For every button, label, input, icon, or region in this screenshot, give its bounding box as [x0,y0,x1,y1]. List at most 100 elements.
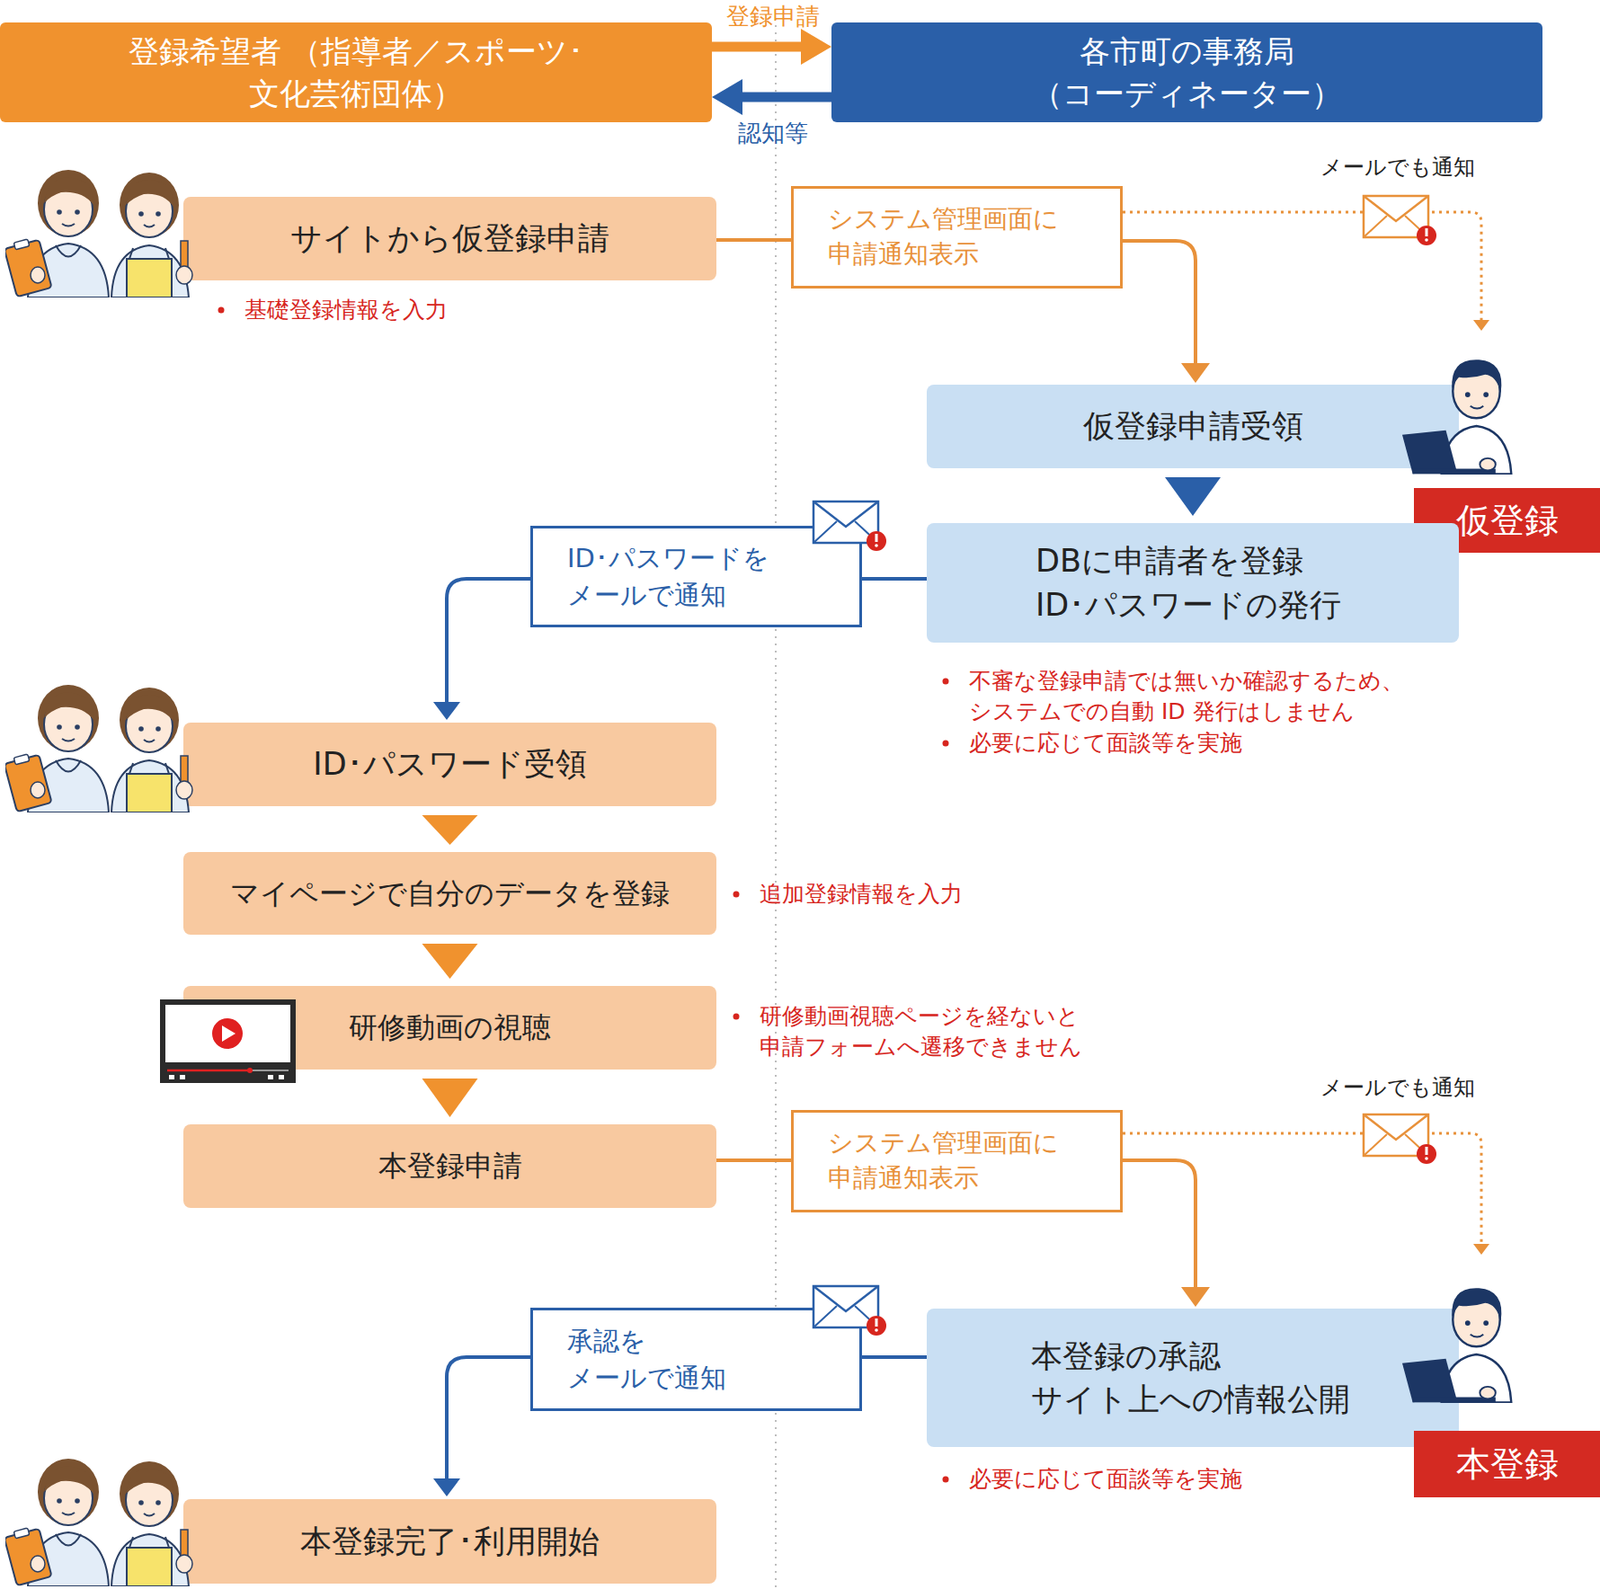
notice-box: システム管理画面に 申請通知表示 [791,186,1123,289]
connector [1122,1160,1196,1289]
mail-icon [813,1286,887,1336]
node-text: 仮登録 [1456,497,1559,544]
note-text: 不審な登録申請では無いか確認するため、 システムでの自動 ID 発行はしません [968,666,1455,728]
bullet-dot [942,1476,950,1484]
edge-label: メールでも通知 [1320,152,1476,182]
video-player-icon [168,1075,175,1080]
process-box: 本登録申請 [183,1124,717,1209]
women-illustration [3,1458,193,1587]
edge-label: 認知等 [737,117,809,150]
connector [1164,477,1221,516]
connector [716,1160,792,1162]
connector [1122,1133,1482,1245]
connector [422,943,479,979]
mail-icon [813,501,887,552]
process-box: 仮登録申請受領 [926,384,1459,469]
mail-icon [1363,1114,1437,1165]
node-text: マイページで自分のデータを登録 [230,873,670,914]
node-text: ID･パスワード受領 [312,742,587,786]
video-player-icon [222,1025,236,1042]
connector [1473,320,1490,331]
node-text: システム管理画面に 申請通知表示 [827,1126,1089,1196]
connector [1122,212,1490,331]
coordinator-illustration [1402,359,1512,474]
video-player-icon [160,999,296,1084]
node-text: 登録希望者 （指導者／スポーツ･文化芸術団体） [68,30,644,116]
connector [742,92,832,103]
process-box: マイページで自分のデータを登録 [183,852,717,935]
bullet-dot [942,740,950,747]
connector [422,1078,479,1118]
connector [422,815,479,845]
connector [1122,1160,1210,1307]
connector [433,1357,531,1497]
node-text: サイトから仮登録申請 [290,216,610,260]
connector [711,42,801,53]
video-player-icon [278,1075,285,1080]
process-box: サイトから仮登録申請 [183,196,717,281]
connector [1122,240,1210,383]
notice-box: ID･パスワードを メールで通知 [530,525,863,628]
connector [422,815,479,845]
node-text: 承認を メールで通知 [567,1323,747,1396]
connector [716,1158,792,1163]
video-player-icon [165,1004,291,1063]
actor-header: 各市町の事務局 （コーディネーター） [831,22,1543,123]
connector [446,578,531,704]
connector [433,578,531,720]
video-player-icon [167,1069,289,1072]
video-player-icon [160,999,296,1084]
connector [422,1078,479,1118]
connector [800,28,832,65]
node-text: 研修動画の視聴 [348,1007,552,1048]
connector [1122,1133,1490,1255]
notice-box: システム管理画面に 申請通知表示 [791,1110,1123,1213]
bullet-dot [942,678,950,685]
note-text: 必要に応じて面談等を実施 [968,1464,1329,1495]
connector [862,1357,927,1359]
process-box: 本登録の承認 サイト上への情報公開 [926,1308,1459,1448]
connector [433,702,461,720]
video-player-icon [179,1075,186,1080]
connector [716,240,792,241]
note-text: 基礎登録情報を入力 [244,294,605,326]
notice-box: 承認を メールで通知 [530,1307,863,1412]
process-box: 本登録完了･利用開始 [183,1499,717,1584]
connector [711,79,743,116]
video-player-icon [247,1067,253,1074]
edge-label: 登録申請 [726,0,820,33]
connector [716,238,792,242]
note-text: 研修動画視聴ページを経ないと 申請フォームへ遷移できません [759,1001,1120,1063]
women-illustration [3,684,193,813]
node-text: システム管理画面に 申請通知表示 [827,202,1089,272]
bullet-dot [218,307,225,314]
connector [1181,1287,1210,1307]
video-player-icon [167,1069,250,1073]
coordinator-illustration [1402,1288,1512,1403]
connector [1122,240,1196,365]
node-text: 本登録申請 [378,1146,523,1186]
connector [446,1357,531,1481]
node-text: 本登録の承認 サイト上への情報公開 [1031,1334,1355,1423]
connector [711,28,832,65]
process-box: DBに申請者を登録 ID･パスワードの発行 [926,523,1459,643]
bullet-dot [218,307,950,1484]
connector [711,79,832,116]
node-text: 各市町の事務局 （コーディネーター） [1007,30,1368,116]
edge-label: メールでも通知 [1320,1073,1476,1103]
actor-header: 登録希望者 （指導者／スポーツ･文化芸術団体） [0,22,712,123]
connector [1473,1244,1490,1255]
node-text: ID･パスワードを メールで通知 [567,540,819,613]
process-box: 研修動画の視聴 [183,986,717,1070]
mail-icon [1363,195,1437,246]
connector [422,943,479,979]
connector [1164,477,1221,516]
women-illustration [3,169,193,298]
connector [862,1355,927,1360]
connector [1122,212,1482,320]
connector [433,1478,461,1497]
node-text: 本登録完了･利用開始 [300,1520,600,1564]
node-text: 仮登録申請受領 [1083,404,1304,448]
connector [862,578,927,580]
video-player-icon [267,1075,274,1080]
